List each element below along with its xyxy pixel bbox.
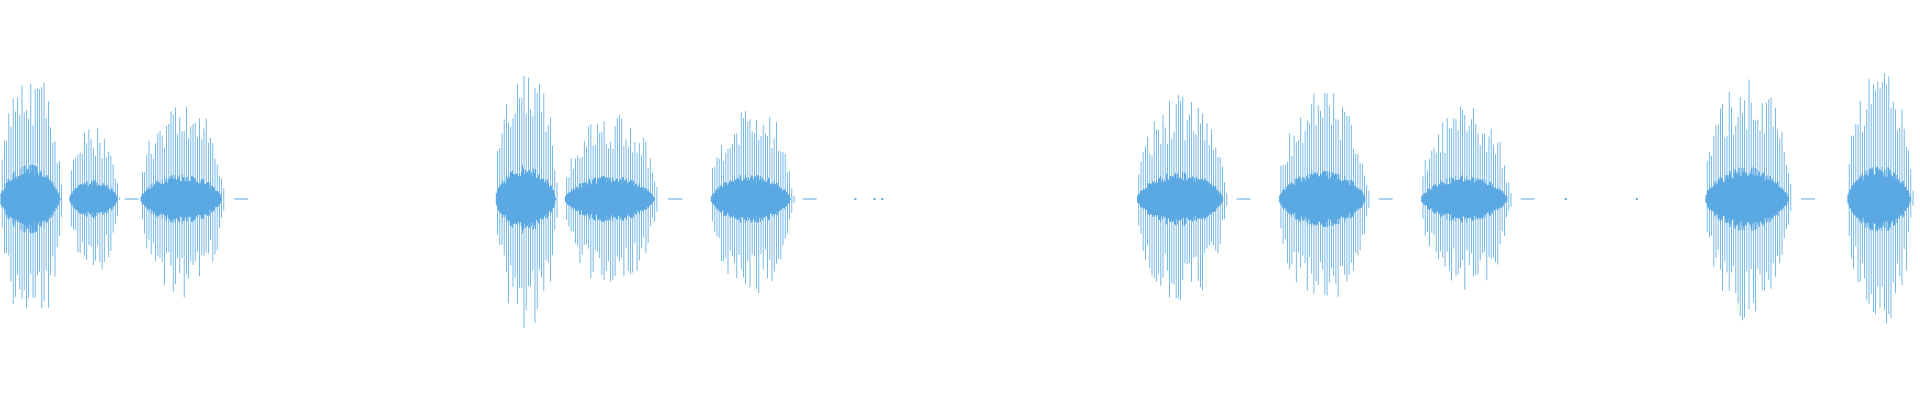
- waveform-spikes: [1, 82, 62, 309]
- waveform-specks: [854, 198, 1638, 200]
- waveform-spikes: [1706, 79, 1792, 321]
- waveform-segments: [0, 73, 1914, 328]
- waveform-speck: [873, 198, 876, 200]
- waveform-spikes: [1848, 73, 1914, 324]
- waveform-segment: [1137, 95, 1251, 301]
- waveform-core: [1421, 175, 1508, 223]
- waveform-spikes: [566, 115, 658, 282]
- waveform-spikes: [497, 76, 558, 328]
- waveform-speck: [1564, 198, 1567, 200]
- waveform-spikes: [1138, 95, 1228, 301]
- waveform-core: [69, 179, 118, 219]
- waveform-spikes: [70, 128, 121, 270]
- waveform-core: [495, 164, 556, 234]
- waveform-segment: [564, 115, 683, 282]
- waveform-spikes: [142, 106, 225, 298]
- waveform-speck: [854, 198, 857, 200]
- waveform-core: [0, 164, 61, 234]
- waveform-segment: [1279, 93, 1393, 297]
- waveform-segment: [1847, 73, 1914, 324]
- waveform-segment: [710, 111, 817, 293]
- waveform-spikes: [712, 111, 795, 293]
- waveform-segment: [69, 128, 139, 270]
- waveform-core: [1137, 171, 1224, 227]
- waveform-speck: [881, 198, 884, 200]
- waveform-core: [1705, 167, 1789, 231]
- waveform-segment: [1705, 79, 1815, 321]
- waveform-core: [140, 174, 222, 224]
- waveform-spikes: [1422, 106, 1512, 290]
- waveform-spikes: [1280, 93, 1370, 297]
- waveform-core: [1279, 171, 1366, 227]
- waveform-segment: [495, 76, 579, 328]
- waveform-segment: [140, 106, 249, 298]
- waveform-segment: [1421, 106, 1535, 290]
- waveform-speck: [1635, 198, 1638, 200]
